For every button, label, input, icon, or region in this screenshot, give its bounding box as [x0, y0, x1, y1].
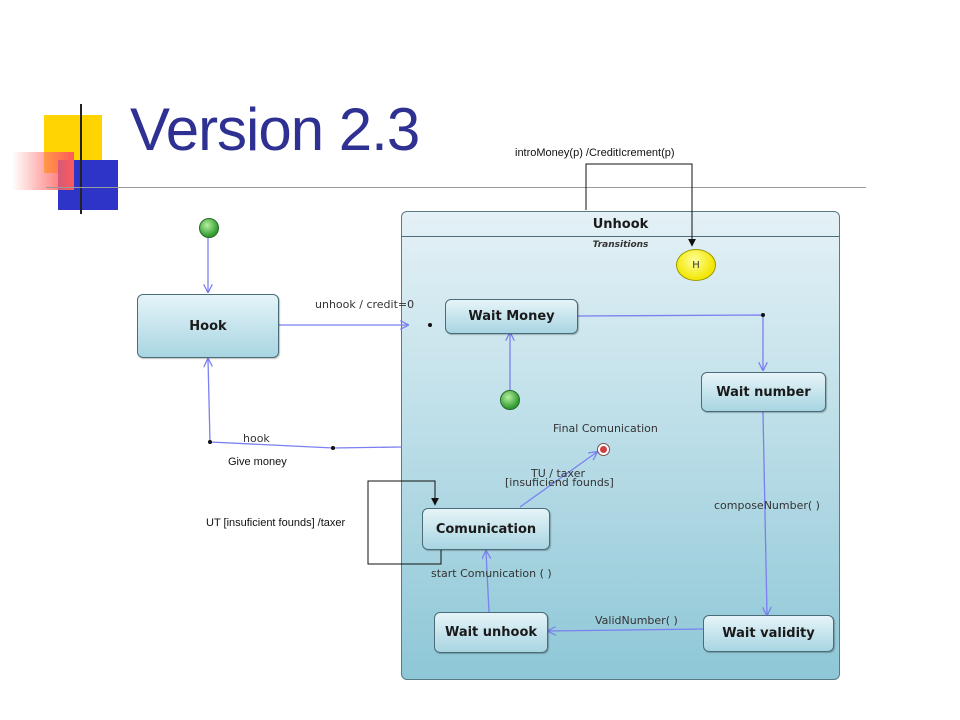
edge-unhook-to-hook	[208, 359, 402, 449]
state-wait-validity[interactable]: Wait validity	[703, 615, 834, 652]
edge-comunication-to-final	[519, 452, 597, 508]
title-rule	[46, 187, 866, 188]
label-start-comunication: start Comunication ( )	[431, 567, 552, 580]
edge-intro-money-self	[585, 163, 696, 247]
junction-dot	[428, 323, 432, 327]
state-wait-money[interactable]: Wait Money	[445, 299, 578, 334]
edge-waitunhook-to-comunication	[486, 551, 489, 613]
state-wait-unhook[interactable]: Wait unhook	[434, 612, 548, 653]
label-final-comunication: Final Comunication	[553, 422, 658, 435]
label-unhook-credit: unhook / credit=0	[315, 298, 415, 311]
junction-dot	[331, 446, 335, 450]
junction-dot	[761, 313, 765, 317]
initial-state-inner	[500, 390, 520, 410]
label-tu-taxer: TU / taxer	[531, 467, 585, 480]
label-intro-money: introMoney(p) /CreditIcrement(p)	[515, 147, 675, 159]
edge-waitmoney-to-waitnumber	[576, 314, 763, 370]
junction-dot	[208, 440, 212, 444]
composite-state-subtitle: Transitions	[592, 240, 649, 250]
history-state: H	[676, 249, 716, 281]
composite-state-name: Unhook	[402, 212, 839, 237]
edge-waitvalidity-to-waitunhook	[548, 629, 704, 631]
label-hook: hook	[243, 432, 270, 445]
state-hook[interactable]: Hook	[137, 294, 279, 358]
deco-red-square	[12, 152, 74, 190]
initial-state-outer	[199, 218, 219, 238]
edge-ut-insufficient-self	[367, 480, 442, 565]
label-insuficiend-founds: [insuficiend founds]	[505, 476, 614, 489]
final-state	[597, 443, 610, 456]
label-ut-insufficient: UT [insuficient founds] /taxer	[206, 517, 346, 529]
slide-title: Version 2.3	[130, 96, 420, 163]
label-compose-number: composeNumber( )	[714, 499, 820, 512]
label-valid-number: ValidNumber( )	[595, 614, 678, 627]
edge-waitnumber-to-waitvalidity	[763, 411, 767, 615]
state-comunication[interactable]: Comunication	[422, 508, 550, 550]
state-wait-number[interactable]: Wait number	[701, 372, 826, 412]
label-give-money: Give money	[228, 456, 287, 468]
deco-vertical-line	[80, 104, 82, 214]
